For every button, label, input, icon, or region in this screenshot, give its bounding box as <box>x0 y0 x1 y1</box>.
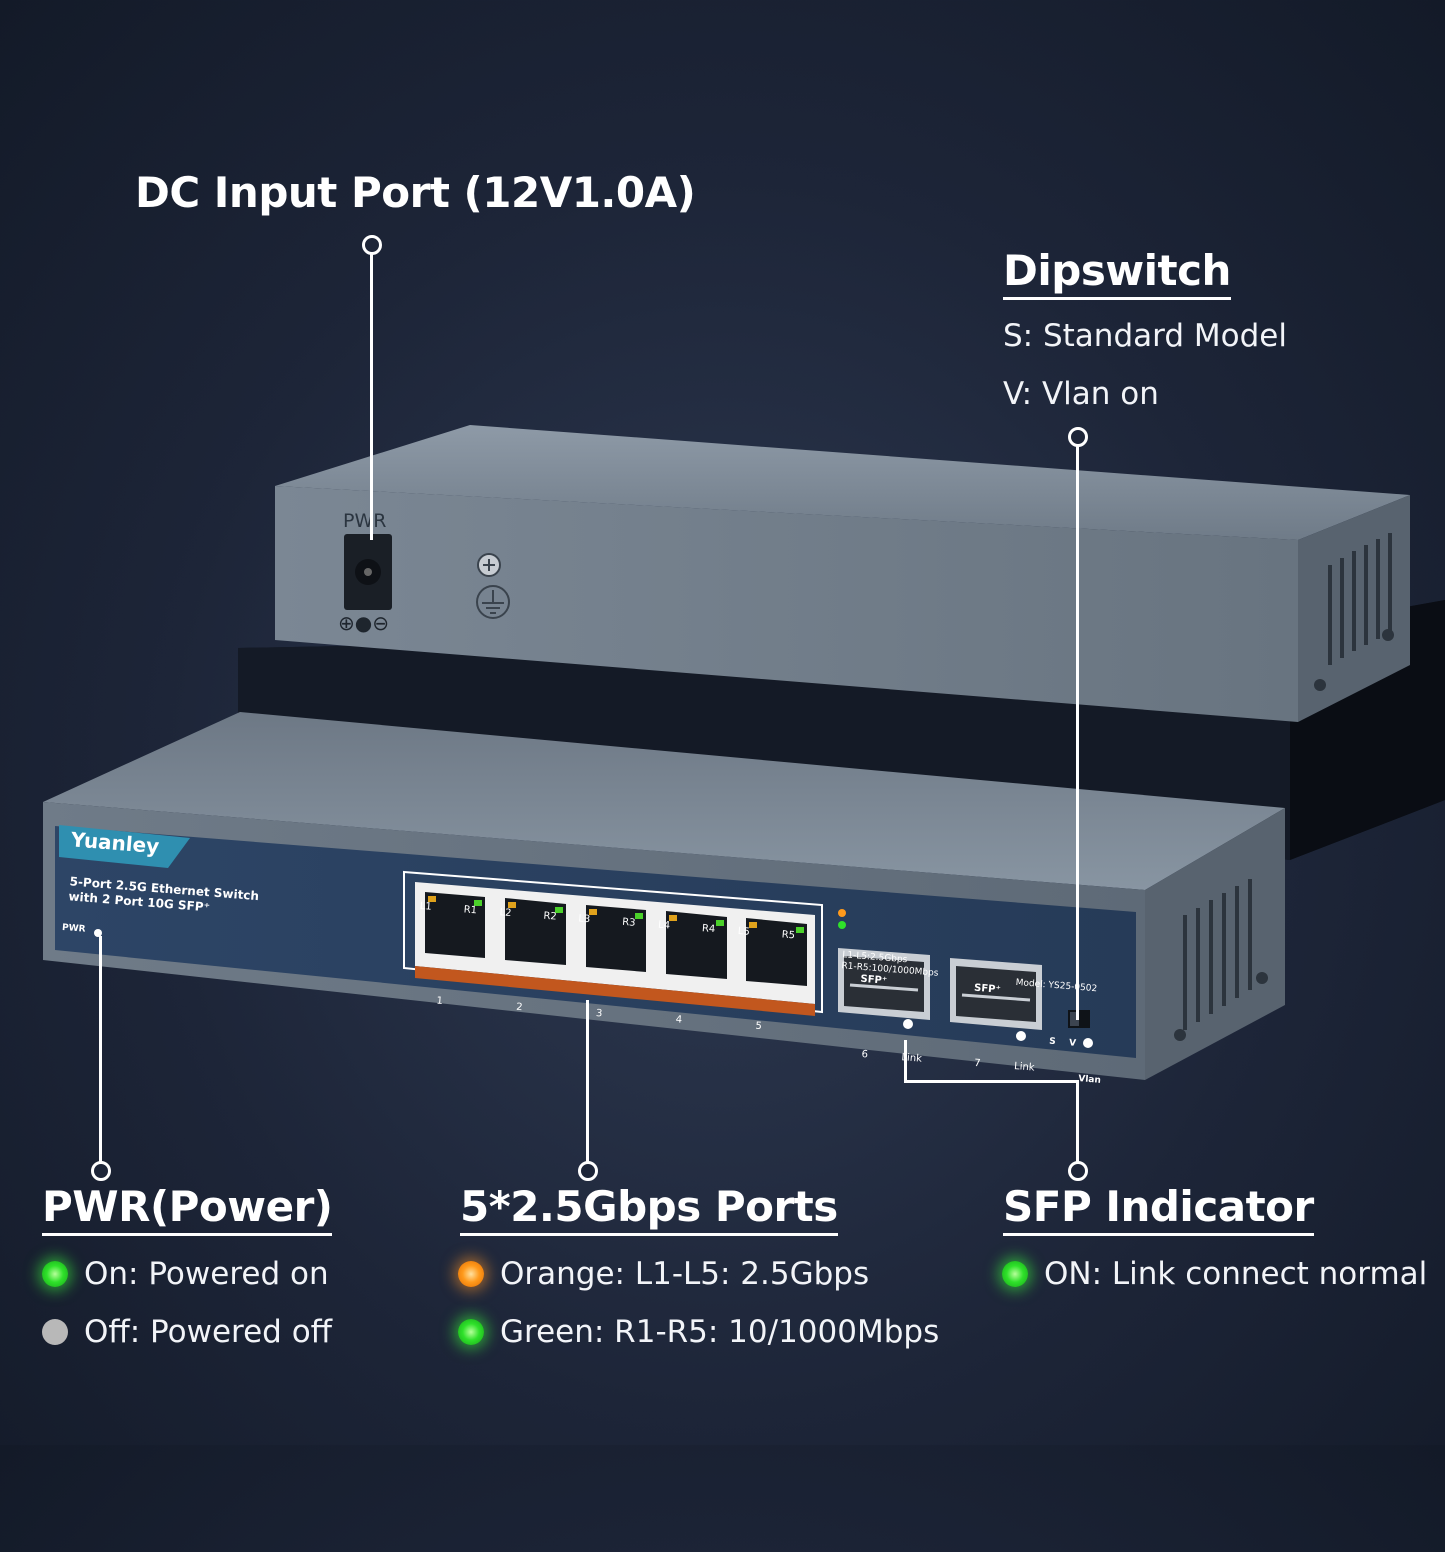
sfp-callout-line <box>1076 1080 1079 1162</box>
sfp-on-row: ON: Link connect normal <box>1002 1256 1427 1292</box>
pwr-on-text: On: Powered on <box>84 1256 329 1292</box>
rear-pwr-label: PWR <box>343 510 387 532</box>
dc-input-title: DC Input Port (12V1.0A) <box>135 168 696 217</box>
sfp-callout-line <box>904 1040 907 1082</box>
pwr-callout-line <box>99 936 102 1162</box>
rear-polarity-label: ⊕●⊖ <box>338 611 389 635</box>
ports-title: 5*2.5Gbps Ports <box>460 1182 838 1236</box>
dc-callout-line <box>370 250 373 540</box>
sfp-title: SFP Indicator <box>1003 1182 1314 1236</box>
pwr-on-row: On: Powered on <box>42 1256 329 1292</box>
ports-callout-line <box>586 1000 589 1162</box>
rear-unit <box>275 425 1410 722</box>
pwr-title: PWR(Power) <box>42 1182 333 1236</box>
green-led-icon <box>42 1261 68 1287</box>
ports-green-text: Green: R1-R5: 10/1000Mbps <box>500 1314 940 1350</box>
pwr-off-row: Off: Powered off <box>42 1314 332 1350</box>
ports-callout-ring <box>578 1161 598 1181</box>
dipswitch-s-desc: S: Standard Model <box>1003 318 1287 354</box>
sfp-on-text: ON: Link connect normal <box>1044 1256 1428 1292</box>
dipswitch-v-desc: V: Vlan on <box>1003 376 1159 412</box>
ports-green-row: Green: R1-R5: 10/1000Mbps <box>458 1314 939 1350</box>
green-led-icon <box>458 1319 484 1345</box>
gray-led-icon <box>42 1319 68 1345</box>
ports-orange-row: Orange: L1-L5: 2.5Gbps <box>458 1256 869 1292</box>
dc-callout-ring <box>362 235 382 255</box>
pwr-callout-ring <box>91 1161 111 1181</box>
sfp-callout-ring <box>1068 1161 1088 1181</box>
sfp-callout-line <box>904 1080 1079 1083</box>
dip-callout-line <box>1076 442 1079 1020</box>
dip-callout-ring <box>1068 427 1088 447</box>
front-unit <box>43 712 1285 1080</box>
green-led-icon <box>1002 1261 1028 1287</box>
switch-illustration <box>43 425 1445 1080</box>
pwr-off-text: Off: Powered off <box>84 1314 333 1350</box>
dipswitch-title: Dipswitch <box>1003 246 1231 300</box>
orange-led-icon <box>458 1261 484 1287</box>
ports-orange-text: Orange: L1-L5: 2.5Gbps <box>500 1256 870 1292</box>
